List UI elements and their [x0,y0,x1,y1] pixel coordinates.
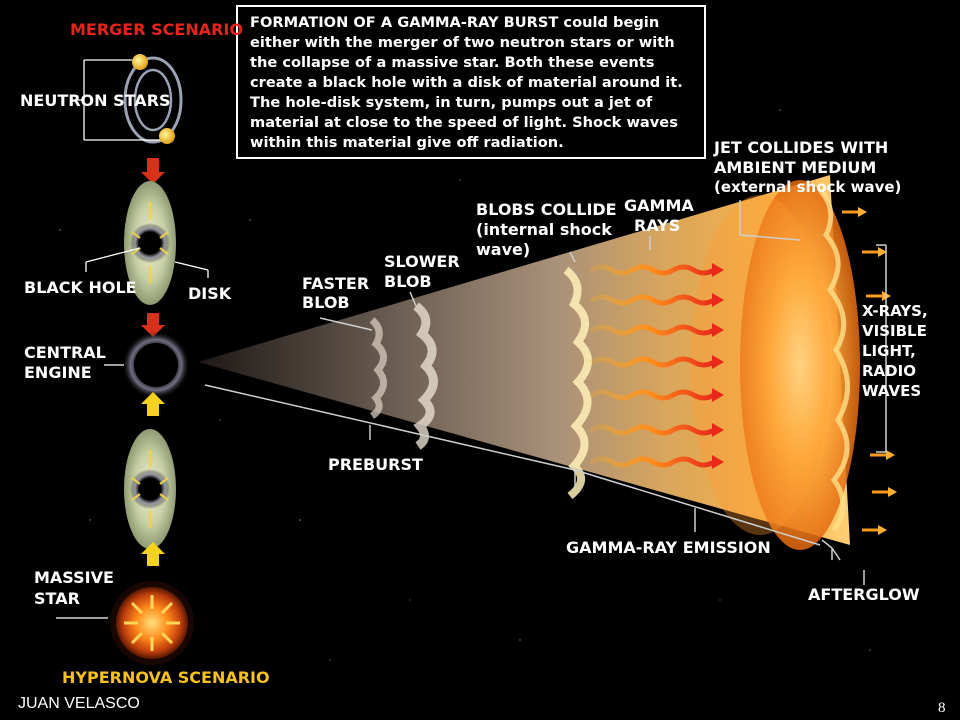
gamma-ray-arrowhead [712,355,724,369]
caption-text: FORMATION OF A GAMMA-RAY BURST could beg… [250,13,694,153]
radiation-arrowhead [878,247,887,257]
radiation-arrowhead [878,525,887,535]
neutron-star-icon [132,54,148,70]
slower-blob [413,302,438,450]
gamma-ray-icon [589,456,717,468]
gamma-rays-label-line1: GAMMA [624,196,694,215]
jet-collides-label-line1: JET COLLIDES WITH [714,138,889,157]
gamma-ray-icon [589,294,717,306]
massive-star-icon [56,581,194,665]
gamma-ray-arrowhead [712,293,724,307]
arrow-up-icon [141,392,165,416]
disk-label: DISK [188,284,232,303]
page-number: 8 [938,700,946,716]
xrays-label-line4: RADIO [862,362,916,380]
faster-blob-label-line2: BLOB [302,293,350,312]
xrays-label-line5: WAVES [862,382,922,400]
faster-blob [369,317,387,419]
gamma-ray-arrowhead [712,263,724,277]
neutron-stars-label: NEUTRON STARS [20,91,171,110]
black-hole-icon [134,343,178,387]
jet-collides-label-line3: (external shock wave) [714,178,902,196]
merger-scenario-label: MERGER SCENARIO [70,20,243,39]
artist-credit: JUAN VELASCO [18,695,140,712]
blobs-collide-label-line1: BLOBS COLLIDE [476,200,617,219]
radiation-arrowhead [886,450,895,460]
starfield [59,109,871,661]
black-hole-disk-bottom [124,429,176,549]
gamma-ray-emission-label: GAMMA-RAY EMISSION [566,538,771,557]
radiation-arrowhead [858,207,867,217]
black-hole-disk-top [85,181,209,305]
massive-star-label-line2: STAR [34,589,80,608]
afterglow-label: AFTERGLOW [808,585,920,604]
internal-shock-front [563,266,592,500]
arrow-up-icon [141,542,165,566]
gamma-ray-icon [589,356,717,368]
caption-heading: FORMATION OF A GAMMA-RAY BURST [250,14,559,31]
gamma-ray-icon [589,389,717,401]
gamma-ray-icon [589,424,717,436]
radiation-arrowhead [888,487,897,497]
xrays-label-line2: VISIBLE [862,322,927,340]
preburst-label: PREBURST [328,455,423,474]
caption-box: FORMATION OF A GAMMA-RAY BURST could beg… [236,5,706,159]
slower-blob-label-line2: BLOB [384,272,432,291]
gamma-ray-arrowhead [712,388,724,402]
neutron-star-icon [159,128,175,144]
arrow-down-icon [141,313,165,337]
xrays-label-line1: X-RAYS, [862,302,928,320]
gamma-ray-icon [589,264,717,276]
right-margin [928,0,960,720]
hypernova-scenario-label: HYPERNOVA SCENARIO [62,668,270,687]
faster-blob-label-line1: FASTER [302,274,370,293]
central-engine-label-line1: CENTRAL [24,343,106,362]
black-hole-icon [139,478,161,500]
brackets [204,200,887,585]
gamma-ray-icon [589,324,717,336]
slower-blob-label-line1: SLOWER [384,252,460,271]
gamma-ray-arrowhead [712,455,724,469]
black-hole-label: BLACK HOLE [24,278,137,297]
caption-body: could begin either with the merger of tw… [250,14,683,151]
gamma-ray-arrowhead [712,423,724,437]
neutron-star-pair [70,54,183,144]
central-engine [104,331,190,399]
jet-collides-label-line2: AMBIENT MEDIUM [714,158,877,177]
gamma-rays-label-line2: RAYS [634,216,681,235]
gamma-ray-arrowhead [712,323,724,337]
gamma-rays [589,263,724,469]
blobs-collide-label-line2: (internal shock [476,220,612,239]
black-hole-icon [139,232,161,254]
central-engine-label-line2: ENGINE [24,363,92,382]
arrow-down-icon [141,158,165,184]
blobs-collide-label-line3: wave) [476,240,531,259]
massive-star-label-line1: MASSIVE [34,568,114,587]
xrays-label-line3: LIGHT, [862,342,916,360]
